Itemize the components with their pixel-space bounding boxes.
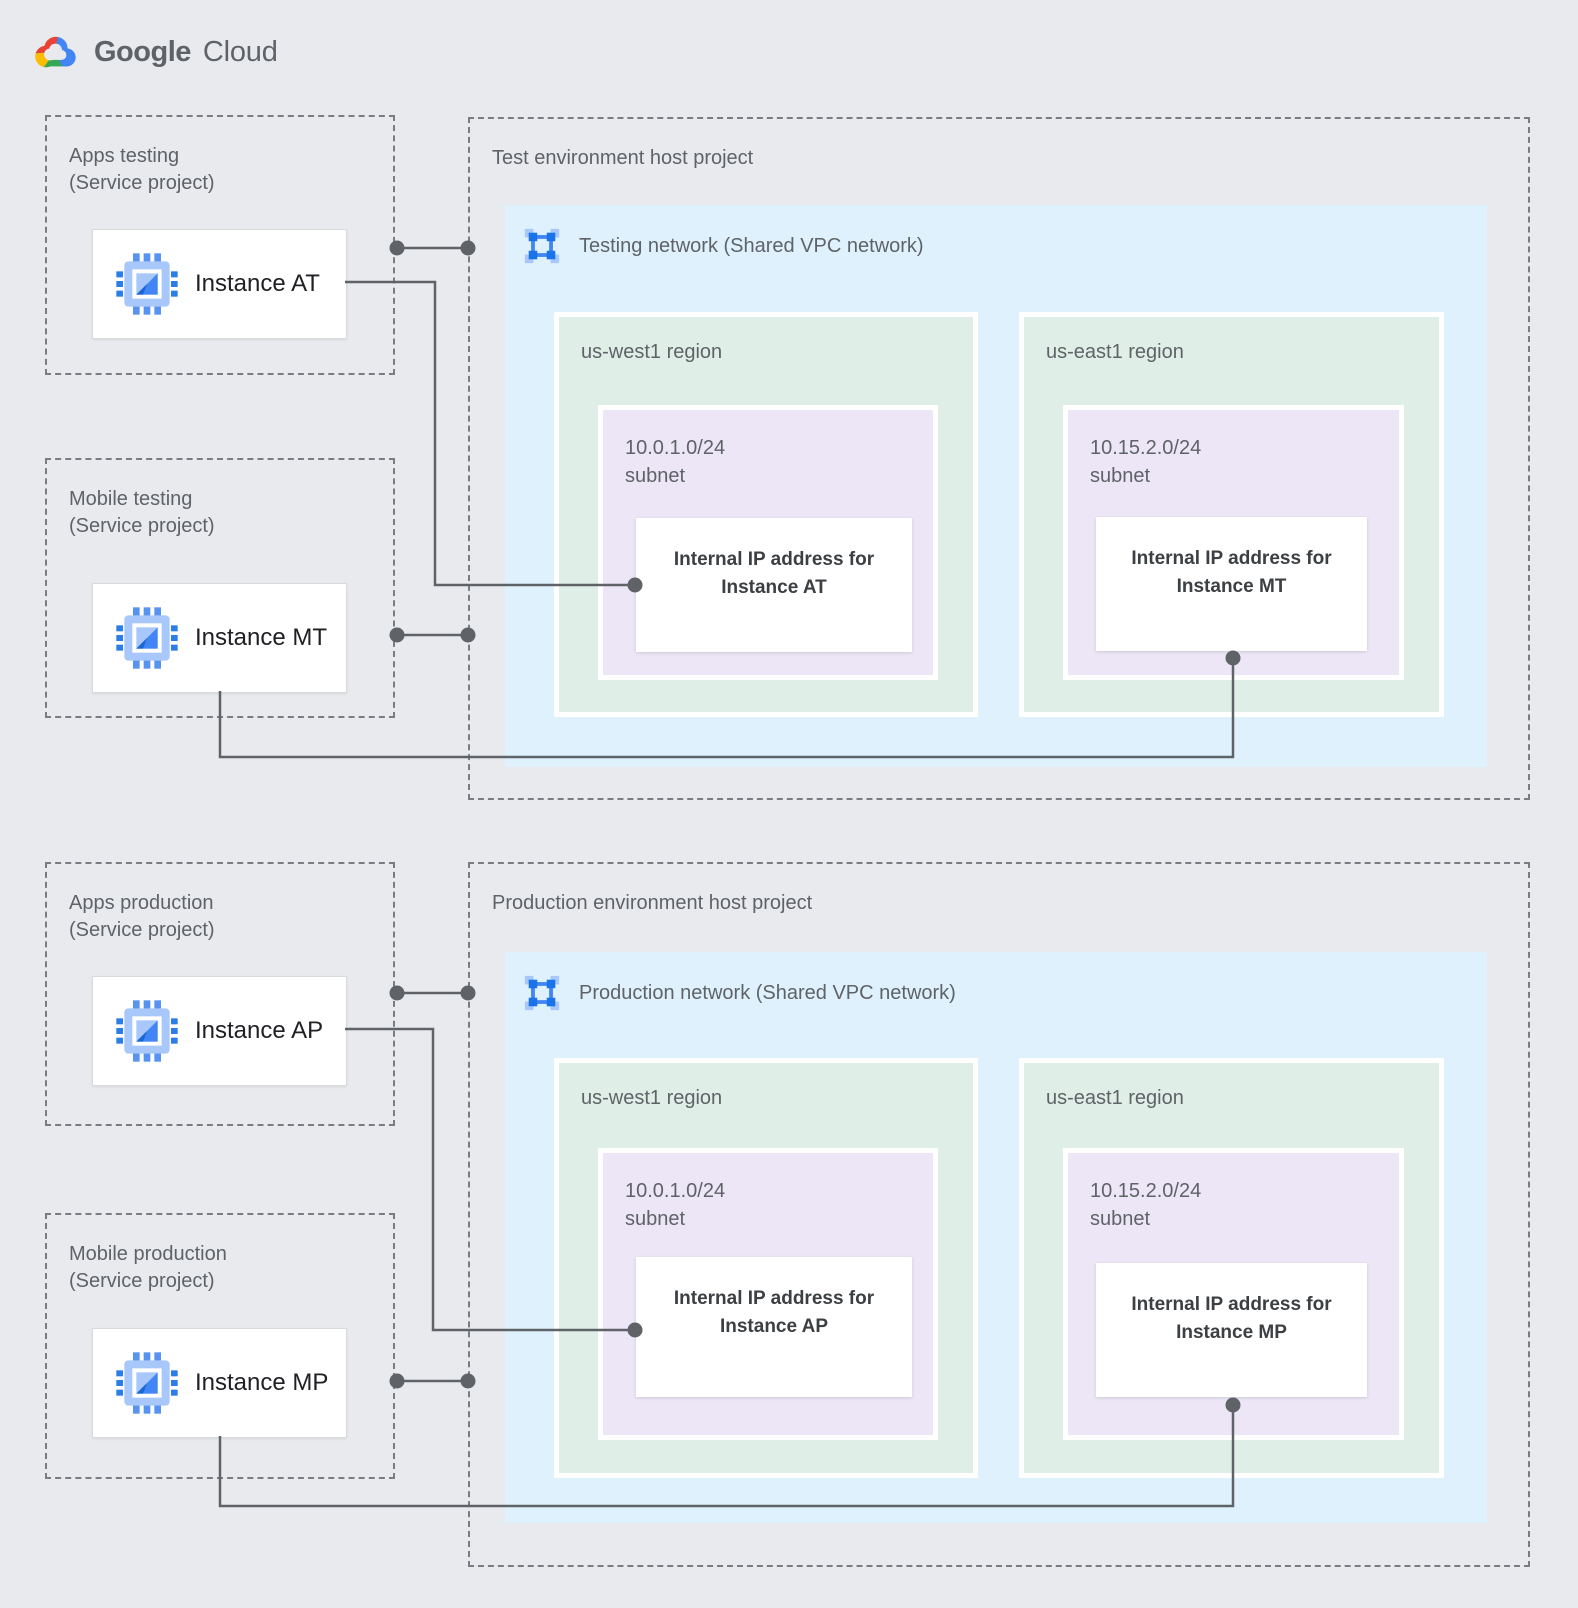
subnet-word: subnet	[1090, 1208, 1151, 1230]
instance-card-ap: Instance AP	[92, 976, 347, 1086]
logo-brand-text: Google	[94, 35, 191, 68]
compute-engine-icon	[116, 253, 178, 315]
compute-engine-icon	[116, 1000, 178, 1062]
service-project-apps-testing: Apps testing (Service project) Instance	[45, 115, 395, 375]
subnet-label: 10.15.2.0/24 subnet	[1090, 1177, 1201, 1233]
instance-label: Instance MT	[195, 624, 328, 651]
google-cloud-icon	[28, 32, 82, 72]
subnet-cidr: 10.15.2.0/24	[1090, 1180, 1202, 1202]
ip-card-instance-at: Internal IP address for Instance AT	[636, 518, 912, 652]
service-project-mobile-production: Mobile production (Service project) Ins	[45, 1213, 395, 1479]
subnet-word: subnet	[625, 465, 686, 487]
service-project-type: (Service project)	[69, 1270, 215, 1292]
service-project-apps-production: Apps production (Service project) Insta	[45, 862, 395, 1126]
host-project-title: Test environment host project	[492, 147, 754, 169]
network-label: Production network (Shared VPC network)	[579, 981, 956, 1004]
service-project-title: Apps testing (Service project)	[69, 143, 215, 197]
instance-card-mp: Instance MP	[92, 1328, 347, 1438]
subnet-label: 10.15.2.0/24 subnet	[1090, 434, 1201, 490]
compute-engine-icon	[116, 1352, 178, 1414]
subnet-word: subnet	[625, 1208, 686, 1230]
ip-card-instance-mt: Internal IP address for Instance MT	[1096, 517, 1367, 651]
subnet-cidr: 10.0.1.0/24	[625, 437, 726, 459]
service-project-mobile-testing: Mobile testing (Service project) Instan	[45, 458, 395, 718]
service-project-name: Mobile production	[69, 1243, 227, 1265]
network-label: Testing network (Shared VPC network)	[579, 234, 924, 257]
google-cloud-logo: Google Cloud	[28, 32, 278, 72]
service-project-name: Apps testing	[69, 145, 180, 167]
vpc-network-icon	[524, 228, 560, 264]
subnet-label: 10.0.1.0/24 subnet	[625, 1177, 725, 1233]
instance-label: Instance AT	[195, 270, 320, 297]
service-project-title: Mobile production (Service project)	[69, 1241, 227, 1295]
network-header: Testing network (Shared VPC network)	[523, 227, 924, 265]
service-project-type: (Service project)	[69, 919, 215, 941]
service-project-type: (Service project)	[69, 515, 215, 537]
subnet-label: 10.0.1.0/24 subnet	[625, 434, 725, 490]
instance-label: Instance MP	[195, 1369, 329, 1396]
instance-label: Instance AP	[195, 1017, 324, 1044]
region-label: us-west1 region	[581, 341, 723, 363]
ip-card-instance-ap: Internal IP address for Instance AP	[636, 1257, 912, 1397]
region-label: us-east1 region	[1046, 341, 1184, 363]
vpc-network-icon	[524, 975, 560, 1011]
instance-card-mt: Instance MT	[92, 583, 347, 693]
service-project-type: (Service project)	[69, 172, 215, 194]
subnet-cidr: 10.0.1.0/24	[625, 1180, 726, 1202]
subnet-cidr: 10.15.2.0/24	[1090, 437, 1202, 459]
service-project-title: Apps production (Service project)	[69, 890, 215, 944]
logo-product-text: Cloud	[202, 35, 278, 68]
host-project-title: Production environment host project	[492, 892, 813, 914]
service-project-title: Mobile testing (Service project)	[69, 486, 215, 540]
instance-card-at: Instance AT	[92, 229, 347, 339]
service-project-name: Mobile testing	[69, 488, 193, 510]
region-label: us-east1 region	[1046, 1087, 1184, 1109]
compute-engine-icon	[116, 607, 178, 669]
network-header: Production network (Shared VPC network)	[523, 974, 956, 1012]
ip-card-instance-mp: Internal IP address for Instance MP	[1096, 1263, 1367, 1397]
service-project-name: Apps production	[69, 892, 214, 914]
region-label: us-west1 region	[581, 1087, 723, 1109]
subnet-word: subnet	[1090, 465, 1151, 487]
